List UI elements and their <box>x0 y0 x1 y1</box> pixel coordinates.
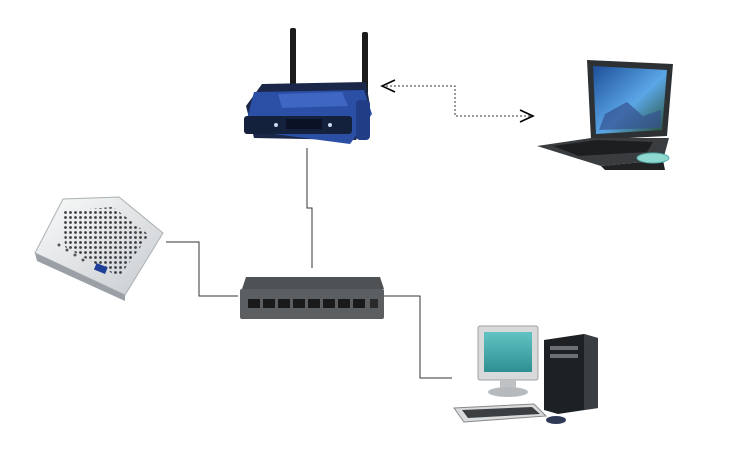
link-switch-desktop <box>384 295 452 379</box>
laptop-icon <box>537 60 673 170</box>
link-router-laptop-wireless <box>386 85 533 117</box>
link-modem-switch <box>166 241 238 297</box>
link-lines <box>166 79 535 379</box>
arrow-head-left-icon <box>380 79 396 93</box>
wireless-router-icon <box>244 28 372 144</box>
cable-modem-icon <box>34 196 164 301</box>
desktop-computer-icon <box>453 325 598 424</box>
ethernet-switch-icon <box>240 277 384 319</box>
link-router-switch <box>306 148 313 268</box>
arrow-head-right-icon <box>519 109 535 123</box>
